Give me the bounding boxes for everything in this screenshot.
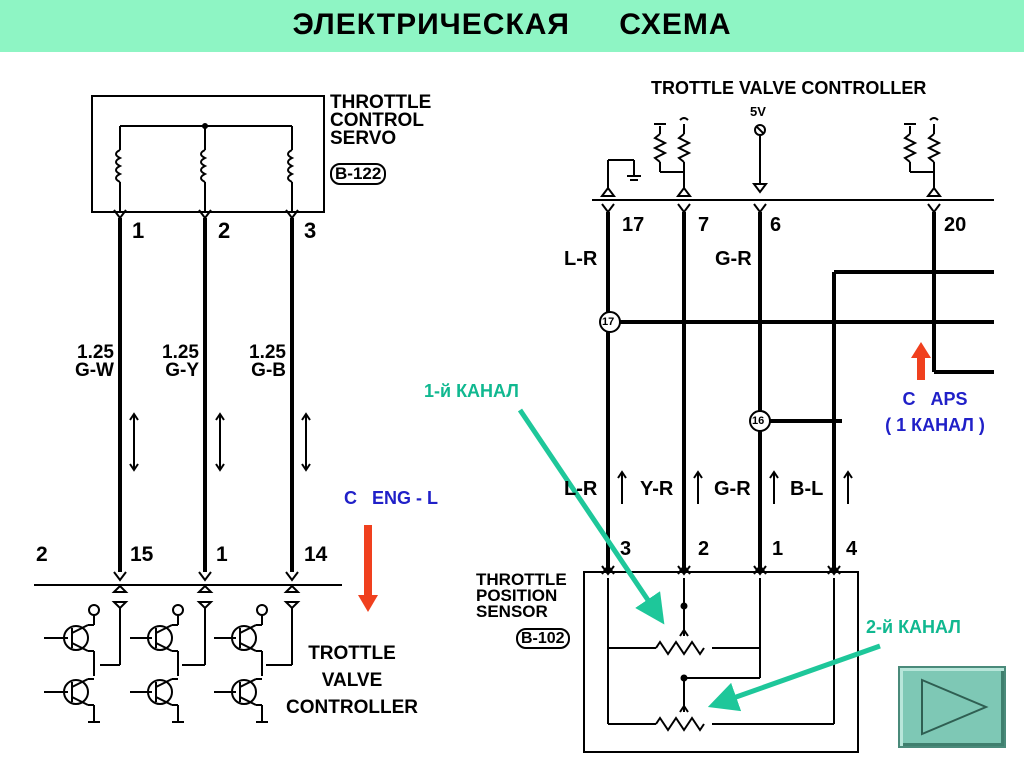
right-bottom-pin-2: 2 — [698, 538, 710, 560]
servo-name-line-1: THROTTLE — [330, 92, 432, 113]
right-bottom-pin-4: 4 — [846, 538, 858, 560]
supply-5v-label: 5V — [750, 104, 766, 119]
junction-16 — [749, 410, 771, 432]
controller-transistors — [44, 584, 301, 723]
left-bottom-pin-2: 2 — [36, 543, 48, 566]
servo-connector-label: B-122 — [330, 163, 387, 185]
left-controller-label-1: TROTTLE — [308, 643, 396, 664]
wire-label-gauge-1: 1.25 — [77, 342, 114, 363]
eng-red-arrow — [358, 525, 378, 612]
bottom-wire-color-y-r: Y-R — [640, 478, 674, 500]
channel2-teal-arrow — [707, 643, 881, 712]
wire-label-gauge-3: 1.25 — [249, 342, 286, 363]
sensor-box — [583, 571, 859, 753]
left-bottom-pin-1: 1 — [216, 543, 228, 566]
next-slide-button[interactable] — [898, 666, 1006, 748]
junction-17-label: 17 — [602, 316, 615, 328]
right-top-pin-6: 6 — [770, 214, 782, 236]
servo-name-line-2: CONTROL — [330, 110, 424, 131]
aps-red-arrow — [911, 342, 931, 380]
bottom-wire-color-l-r: L-R — [564, 478, 598, 500]
wire-label-color-1: G-W — [74, 360, 114, 381]
channel1-teal-arrow — [517, 408, 665, 625]
sensor-name-line-3: SENSOR — [476, 602, 548, 621]
resistor-pair-right — [902, 117, 942, 197]
servo-name-line-3: SERVO — [330, 128, 397, 149]
top-wire-color-l-r: L-R — [564, 248, 598, 270]
junction-16-label: 16 — [752, 415, 765, 427]
left-controller-label-3: CONTROLLER — [286, 697, 418, 718]
top-wire-color-g-r: G-R — [715, 248, 752, 270]
left-controller-label-2: VALVE — [321, 670, 383, 691]
sensor-name-line-1: THROTTLE — [476, 570, 567, 589]
right-top-pin-20: 20 — [944, 214, 967, 236]
ground-symbol — [600, 159, 641, 197]
servo-coil-1 — [115, 126, 123, 212]
wire-label-color-2: G-Y — [165, 360, 199, 381]
right-bottom-pin-3: 3 — [620, 538, 632, 560]
sensor-potentiometers — [607, 578, 835, 732]
servo-coil-2 — [200, 126, 208, 212]
title-bar — [0, 0, 1024, 52]
servo-pin-3: 3 — [304, 218, 317, 243]
right-controller-label: TROTTLE VALVE CONTROLLER — [651, 78, 927, 98]
servo-box — [91, 95, 325, 213]
5v-supply — [752, 124, 768, 194]
play-icon — [921, 678, 989, 736]
wire-label-color-3: G-B — [251, 360, 286, 381]
servo-pin-1: 1 — [132, 218, 145, 243]
bottom-wire-color-b-l: B-L — [790, 478, 824, 500]
eng-signal-label: C ENG - L — [344, 488, 439, 508]
servo-coil-3 — [287, 126, 295, 212]
left-bottom-pin-14: 14 — [304, 543, 328, 566]
channel2-label: 2-й КАНАЛ — [866, 617, 961, 637]
sensor-name-line-2: POSITION — [476, 586, 558, 605]
aps-label: C APS ( 1 КАНАЛ ) — [885, 389, 985, 435]
right-top-pin-17: 17 — [622, 214, 645, 236]
resistor-pair-left — [652, 117, 692, 197]
left-bottom-pin-15: 15 — [130, 543, 154, 566]
right-top-pin-7: 7 — [698, 214, 710, 236]
channel1-label: 1-й КАНАЛ — [424, 381, 519, 401]
wire-label-gauge-2: 1.25 — [162, 342, 199, 363]
bottom-wire-color-g-r: G-R — [714, 478, 751, 500]
servo-pin-2: 2 — [218, 218, 231, 243]
junction-17 — [599, 311, 621, 333]
right-bottom-pin-1: 1 — [772, 538, 784, 560]
sensor-connector-label: B-102 — [516, 628, 570, 649]
page-title: ЭЛЕКТРИЧЕСКАЯ СХЕМА — [292, 8, 732, 41]
